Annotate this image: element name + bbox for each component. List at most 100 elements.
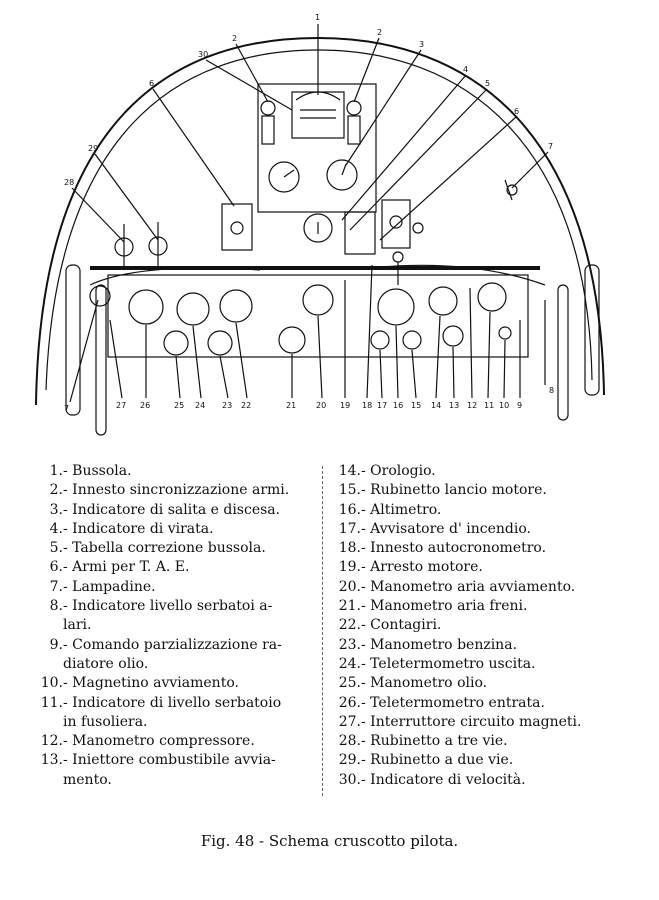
callout-22: 22 — [241, 401, 251, 410]
legend-item: 26.- Teletermometro entrata. — [335, 694, 635, 713]
legend-number: 8. — [49, 598, 63, 615]
legend-number: 5. — [49, 540, 63, 557]
gauge-24 — [176, 292, 210, 326]
legend-item: 1.- Bussola. — [30, 462, 320, 481]
legend-item: 7.- Lampadine. — [30, 578, 320, 597]
callout-2b: 2 — [377, 28, 382, 37]
legend-item: 8.- Indicatore livello serbatoi a- lari. — [30, 597, 320, 636]
callout-27: 27 — [116, 401, 126, 410]
legend-text: - Avvisatore d' incendio. — [361, 520, 532, 537]
main-panel — [107, 274, 529, 358]
legend-number: 15. — [338, 482, 361, 499]
legend-number: 18. — [338, 540, 361, 557]
legend-text: - Interruttore circuito magneti. — [361, 713, 582, 730]
callout-18: 18 — [362, 401, 372, 410]
gauge-14 — [428, 286, 458, 316]
callout-7b: 7 — [64, 404, 69, 413]
legend-item: 9.- Comando parzializzazione ra- diatore… — [30, 636, 320, 675]
legend-number: 7. — [49, 578, 63, 595]
legend-item: 24.- Teletermometro uscita. — [335, 655, 635, 674]
legend-right-column: 14.- Orologio.15.- Rubinetto lancio moto… — [335, 462, 635, 790]
legend-text: - Indicatore di virata. — [63, 520, 214, 537]
callout-20: 20 — [316, 401, 326, 410]
legend-number: 20. — [338, 578, 361, 595]
legend-item: 6.- Armi per T. A. E. — [30, 558, 320, 577]
legend-number: 1. — [49, 463, 63, 479]
legend-item: 25.- Manometro olio. — [335, 674, 635, 693]
legend-item: 21.- Manometro aria freni. — [335, 597, 635, 616]
legend-text: - Rubinetto lancio motore. — [361, 482, 547, 499]
legend-item: 30.- Indicatore di velocità. — [335, 771, 635, 790]
column-divider — [322, 466, 323, 796]
legend-text: - Arresto motore. — [361, 559, 483, 576]
gauge-17 — [370, 330, 390, 350]
legend-text: - Innesto autocronometro. — [361, 540, 547, 557]
legend-item: 10.- Magnetino avviamento. — [30, 674, 320, 693]
legend-text: - Manometro olio. — [361, 675, 488, 692]
legend-number: 30. — [338, 771, 361, 788]
gauge-26 — [128, 289, 164, 325]
legend-text: - Indicatore di velocità. — [361, 771, 526, 788]
legend-left-column: 1.- Bussola.2.- Innesto sincronizzazione… — [30, 462, 320, 790]
legend-text: - Rubinetto a tre vie. — [361, 733, 508, 750]
right-strut — [584, 264, 600, 396]
legend-number: 23. — [338, 636, 361, 653]
legend-text: - Teletermometro uscita. — [361, 655, 536, 672]
legend-item: 16.- Altimetro. — [335, 501, 635, 520]
upper-panel — [257, 83, 377, 213]
cockpit-diagram: 1 2 2 30 3 4 5 6 6 7 29 28 7 27 26 25 24… — [35, 13, 605, 436]
legend-item: 18.- Innesto autocronometro. — [335, 539, 635, 558]
callout-7a: 7 — [548, 142, 553, 151]
gauge-16 — [377, 288, 415, 326]
legend-text: - Magnetino avviamento. — [63, 675, 239, 692]
legend-text: - Lampadine. — [63, 578, 156, 595]
legend-item: 3.- Indicatore di salita e discesa. — [30, 501, 320, 520]
callout-21: 21 — [286, 401, 296, 410]
callout-28: 28 — [64, 178, 74, 187]
legend-text: - Manometro compressore. — [63, 733, 255, 750]
callout-17: 17 — [377, 401, 387, 410]
gauge-20 — [302, 284, 334, 316]
legend-item: 11.- Indicatore di livello serbatoio in … — [30, 694, 320, 733]
figure-caption: Fig. 48 - Schema cruscotto pilota. — [200, 832, 459, 850]
legend-item: 20.- Manometro aria avviamento. — [335, 578, 635, 597]
callout-11: 11 — [484, 401, 494, 410]
legend-number: 9. — [49, 636, 63, 653]
legend-text: - Comando parzializzazione ra- diatore o… — [63, 636, 282, 672]
legend-item: 19.- Arresto motore. — [335, 558, 635, 577]
callout-6a: 6 — [149, 79, 154, 88]
legend-number: 22. — [338, 617, 361, 634]
legend-text: - Armi per T. A. E. — [63, 559, 190, 576]
callout-labels: 1 2 2 30 3 4 5 6 6 7 29 28 7 27 26 25 24… — [64, 13, 554, 413]
gauge-13 — [442, 325, 464, 347]
callout-10: 10 — [499, 401, 509, 410]
legend-text: - Rubinetto a due vie. — [361, 752, 514, 769]
legend-number: 27. — [338, 713, 361, 730]
callout-26: 26 — [140, 401, 150, 410]
knob-9 — [498, 326, 512, 340]
legend-item: 29.- Rubinetto a due vie. — [335, 751, 635, 770]
callout-8: 8 — [549, 386, 554, 395]
legend-text: - Indicatore di livello serbatoio in fus… — [63, 694, 282, 730]
legend-number: 28. — [338, 733, 361, 750]
legend-number: 12. — [40, 733, 63, 750]
legend-text: - Tabella correzione bussola. — [63, 540, 266, 557]
legend-text: - Indicatore livello serbatoi a- lari. — [63, 598, 273, 634]
legend-number: 29. — [338, 752, 361, 769]
legend-item: 12.- Manometro compressore. — [30, 732, 320, 751]
legend-text: - Indicatore di salita e discesa. — [63, 501, 281, 518]
gauge-25 — [163, 330, 189, 356]
legend-item: 13.- Iniettore combustibile avvia- mento… — [30, 751, 320, 790]
legend-item: 4.- Indicatore di virata. — [30, 520, 320, 539]
legend-number: 21. — [338, 598, 361, 615]
callout-29: 29 — [88, 144, 98, 153]
legend-number: 19. — [338, 559, 361, 576]
legend-number: 14. — [338, 463, 361, 479]
gauge-21 — [278, 326, 306, 354]
gauge-23 — [219, 289, 253, 323]
legend-number: 11. — [40, 694, 63, 711]
callout-13: 13 — [449, 401, 459, 410]
legend-text: - Orologio. — [361, 463, 436, 479]
callout-2a: 2 — [232, 34, 237, 43]
legend-text: - Bussola. — [63, 463, 132, 479]
